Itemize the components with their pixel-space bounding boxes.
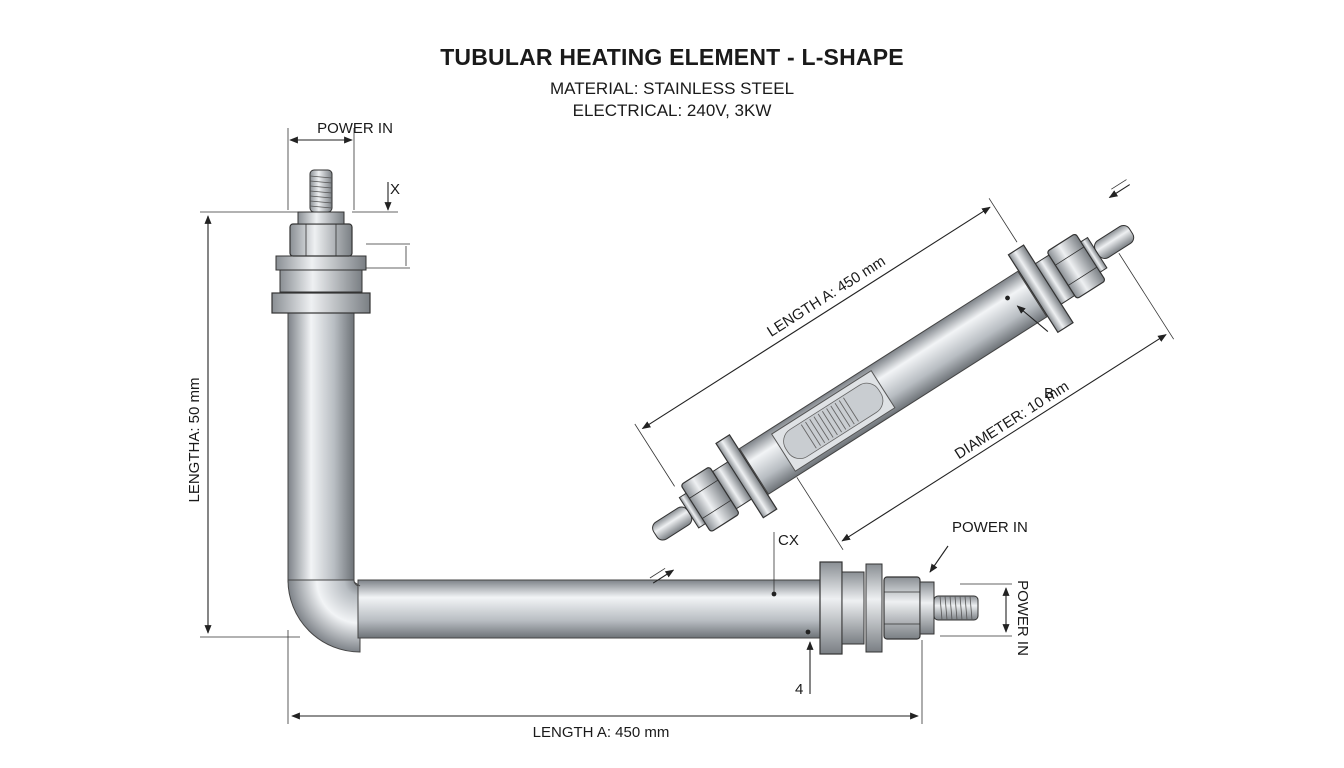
detail-b-label: B (1044, 385, 1054, 402)
power-in-right-label: POWER IN (952, 519, 1028, 536)
detail-element: LENGTH A: 450 mm DIAMETER: 10 mm (634, 179, 1175, 584)
horizontal-length-label: LENGTH A: 450 mm (533, 724, 670, 741)
dimension-lines (200, 128, 1012, 724)
power-in-vertical-label: POWER IN (1014, 580, 1031, 656)
electrical-spec: ELECTRICAL: 240V, 3KW (572, 101, 772, 120)
l-shaped-element (271, 169, 979, 655)
material-spec: MATERIAL: STAINLESS STEEL (549, 79, 795, 98)
marker-4-label: 4 (795, 681, 803, 698)
detail-length-label: LENGTH A: 450 mm (764, 253, 888, 341)
x-marker-label: X (390, 181, 400, 198)
cx-marker-label: CX (778, 532, 799, 549)
power-in-top-label: POWER IN (317, 120, 393, 137)
vertical-length-label: LENGTHA: 50 mm (186, 377, 203, 502)
drawing-title: TUBULAR HEATING ELEMENT - L-SHAPE (440, 44, 904, 70)
